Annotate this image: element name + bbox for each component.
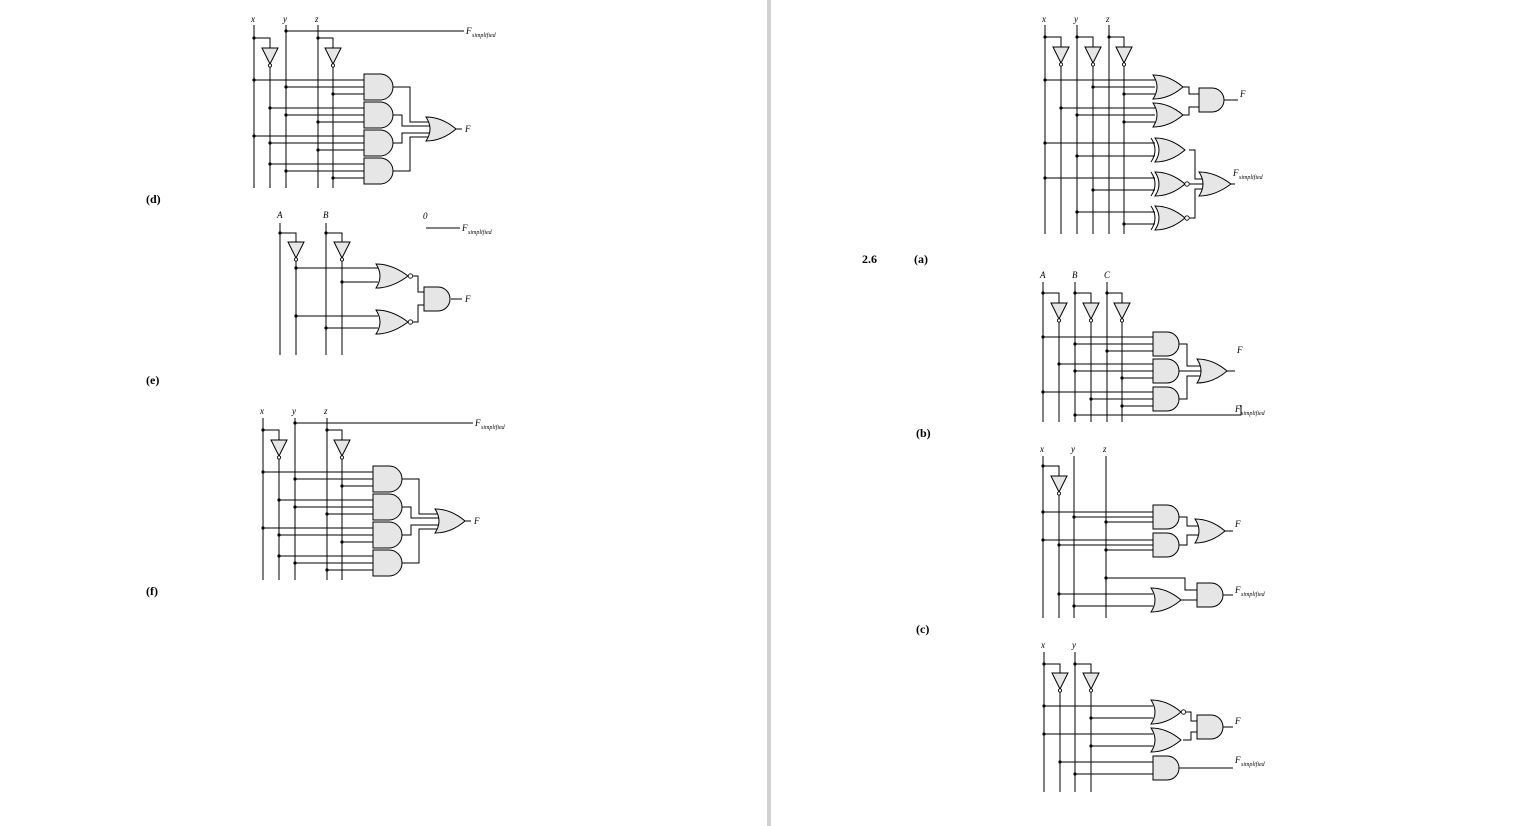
input-label: z — [1105, 14, 1110, 24]
input-label: B — [1072, 270, 1078, 280]
input-label: y — [1071, 640, 1076, 650]
part-label-d: (d) — [146, 192, 161, 206]
simplified-output-label: F — [1234, 755, 1241, 765]
simplified-output-label: F — [1234, 585, 1241, 595]
simplified-subscript: simplified — [1241, 410, 1266, 417]
simplified-output-label: F — [474, 418, 481, 428]
constant-zero: 0 — [423, 211, 428, 221]
simplified-subscript: simplified — [1241, 591, 1266, 598]
input-label: z — [314, 14, 319, 24]
circuit-c: x y F F simplified — [1040, 640, 1266, 792]
circuit-right-top: x y z F F simplified — [1041, 14, 1264, 234]
simplified-output-label: F — [1232, 168, 1239, 178]
simplified-subscript: simplified — [1241, 761, 1266, 768]
simplified-subscript: simplified — [472, 32, 497, 39]
input-label: z — [1102, 444, 1107, 454]
right-page: x y z F F simplified — [771, 0, 1536, 826]
simplified-output-label: F — [1234, 404, 1241, 414]
simplified-subscript: simplified — [481, 424, 506, 431]
input-label: x — [1041, 14, 1046, 24]
input-label: z — [323, 406, 328, 416]
circuit-d: A B 0 F simplified F — [276, 210, 493, 355]
circuit-e: x y z F F simplified — [259, 406, 506, 580]
circuit-a: A B C F F simplified — [1039, 270, 1266, 422]
problem-number: 2.6 — [862, 252, 877, 266]
input-label: B — [323, 210, 329, 220]
part-label-a: (a) — [914, 252, 928, 266]
part-label-c: (c) — [916, 622, 930, 636]
input-label: x — [259, 406, 264, 416]
input-label: y — [1073, 14, 1078, 24]
part-label-f: (f) — [146, 584, 158, 598]
output-label: F — [1234, 716, 1241, 726]
input-label: x — [250, 14, 255, 24]
input-label: x — [1040, 640, 1045, 650]
input-label: y — [1070, 444, 1075, 454]
circuit-left-top: x y z F F simplified — [250, 14, 497, 188]
output-label: F — [473, 516, 480, 526]
input-label: A — [276, 210, 283, 220]
output-label: F — [464, 294, 471, 304]
simplified-output-label: F — [465, 26, 472, 36]
circuit-b: x y z F F simplified — [1039, 444, 1266, 618]
output-label: F — [1236, 345, 1243, 355]
input-label: y — [282, 14, 287, 24]
part-label-b: (b) — [916, 426, 931, 440]
left-page: x y z F F simplified — [0, 0, 767, 826]
simplified-subscript: simplified — [1239, 174, 1264, 181]
page-gutter — [767, 0, 771, 826]
input-label: C — [1104, 270, 1111, 280]
output-label: F — [1239, 89, 1246, 99]
input-label: A — [1039, 270, 1046, 280]
input-label: x — [1039, 444, 1044, 454]
simplified-output-label: F — [461, 223, 468, 233]
output-label: F — [464, 124, 471, 134]
output-label: F — [1234, 519, 1241, 529]
input-label: y — [291, 406, 296, 416]
part-label-e: (e) — [146, 373, 160, 387]
simplified-subscript: simplified — [468, 229, 493, 236]
